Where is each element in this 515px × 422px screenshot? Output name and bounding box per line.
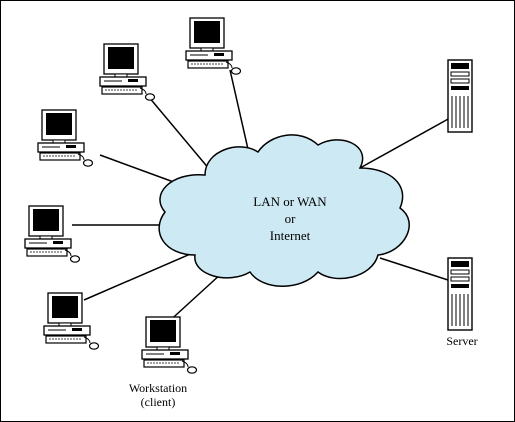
network-cloud <box>158 134 410 287</box>
workstation-label-line1: Workstation <box>128 381 188 395</box>
workstation-label: Workstation (client) <box>108 381 208 409</box>
workstation-label-line2: (client) <box>140 395 176 409</box>
server-tower-icon <box>447 59 473 133</box>
network-label-line2: or <box>284 211 296 226</box>
connection-lines <box>72 69 451 326</box>
server-tower-icon <box>447 257 473 331</box>
network-cloud-label: LAN or WAN or Internet <box>230 193 350 244</box>
link-ws5 <box>83 251 196 301</box>
link-server1 <box>359 117 451 169</box>
workstation-computer-icon <box>24 205 81 263</box>
workstation-computer-icon <box>37 109 94 167</box>
workstation-client-computer-icon <box>141 316 198 374</box>
workstation-computer-icon <box>185 17 242 75</box>
workstation-computer-icon <box>99 43 156 101</box>
link-ws1 <box>147 95 211 171</box>
workstation-computer-icon <box>43 292 100 350</box>
network-label-line1: LAN or WAN <box>253 194 327 209</box>
link-ws2 <box>229 69 251 159</box>
network-label-line3: Internet <box>269 228 311 243</box>
server-label: Server <box>446 334 478 348</box>
link-ws6 <box>164 272 223 326</box>
link-server2 <box>379 257 449 281</box>
